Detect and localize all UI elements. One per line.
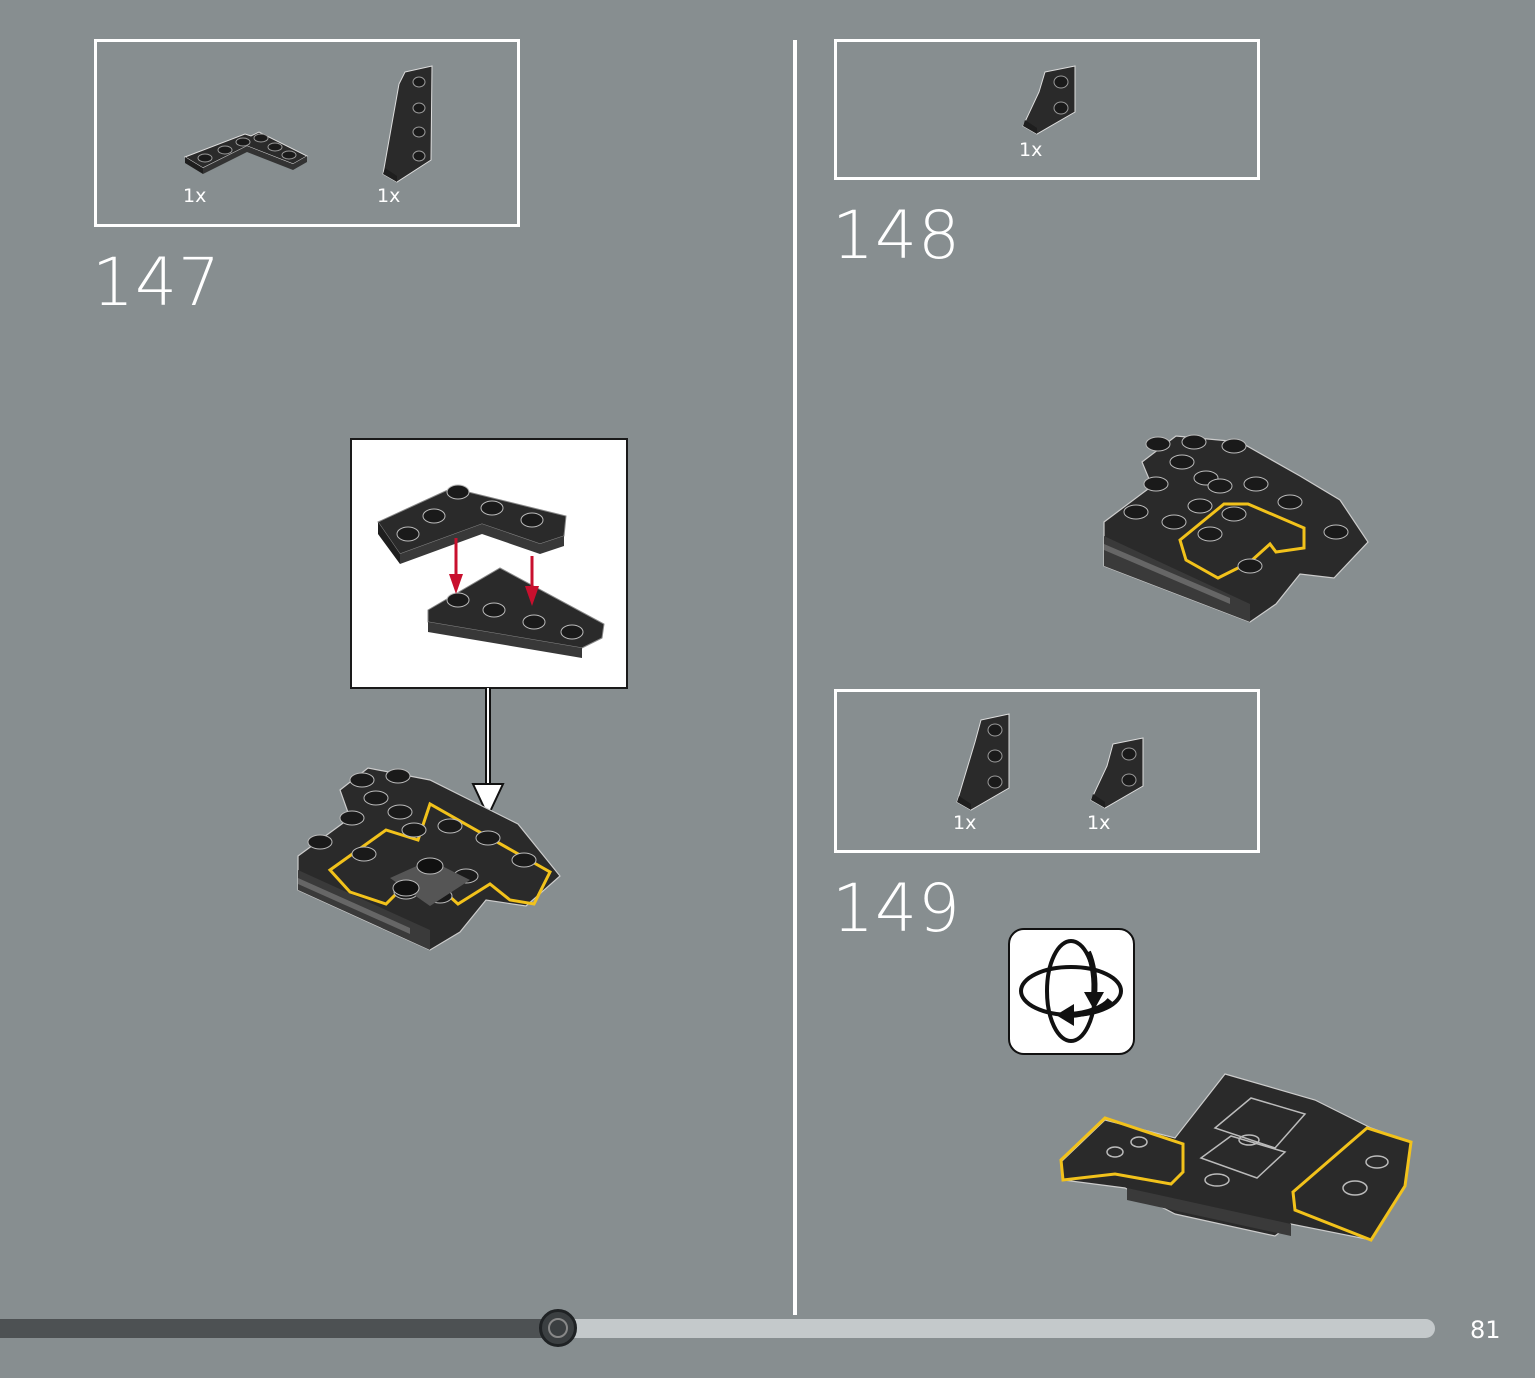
step-number-148: 148 [832, 197, 961, 274]
progress-handle[interactable] [539, 1309, 577, 1347]
qty-label: 1x [377, 185, 401, 207]
qty-label: 1x [1019, 139, 1043, 161]
progress-fill [0, 1319, 558, 1338]
page-number: 81 [1470, 1316, 1501, 1344]
down-arrow-icon [471, 688, 505, 819]
rotate-model-icon [1008, 928, 1135, 1055]
step-number-149: 149 [832, 870, 961, 947]
model-step-149 [1059, 1073, 1413, 1242]
sub-assembly-callout [350, 438, 628, 689]
model-step-147 [297, 767, 561, 951]
wedge-plate-left-icon [956, 713, 1010, 811]
small-wedge-plate-icon [1090, 737, 1144, 809]
parts-list-147: 1x 1x [94, 39, 520, 227]
model-step-148 [1103, 434, 1369, 623]
wedge-plate-right-icon [382, 65, 433, 183]
corner-plate-icon [183, 131, 308, 174]
step-number-147: 147 [92, 244, 221, 321]
qty-label: 1x [183, 185, 207, 207]
parts-list-149: 1x 1x [834, 689, 1260, 853]
qty-label: 1x [1087, 812, 1111, 834]
parts-list-148: 1x [834, 39, 1260, 180]
column-divider [793, 40, 797, 1315]
qty-label: 1x [953, 812, 977, 834]
sub-assembly-drawing [377, 484, 605, 658]
small-wedge-plate-icon [1022, 65, 1076, 135]
